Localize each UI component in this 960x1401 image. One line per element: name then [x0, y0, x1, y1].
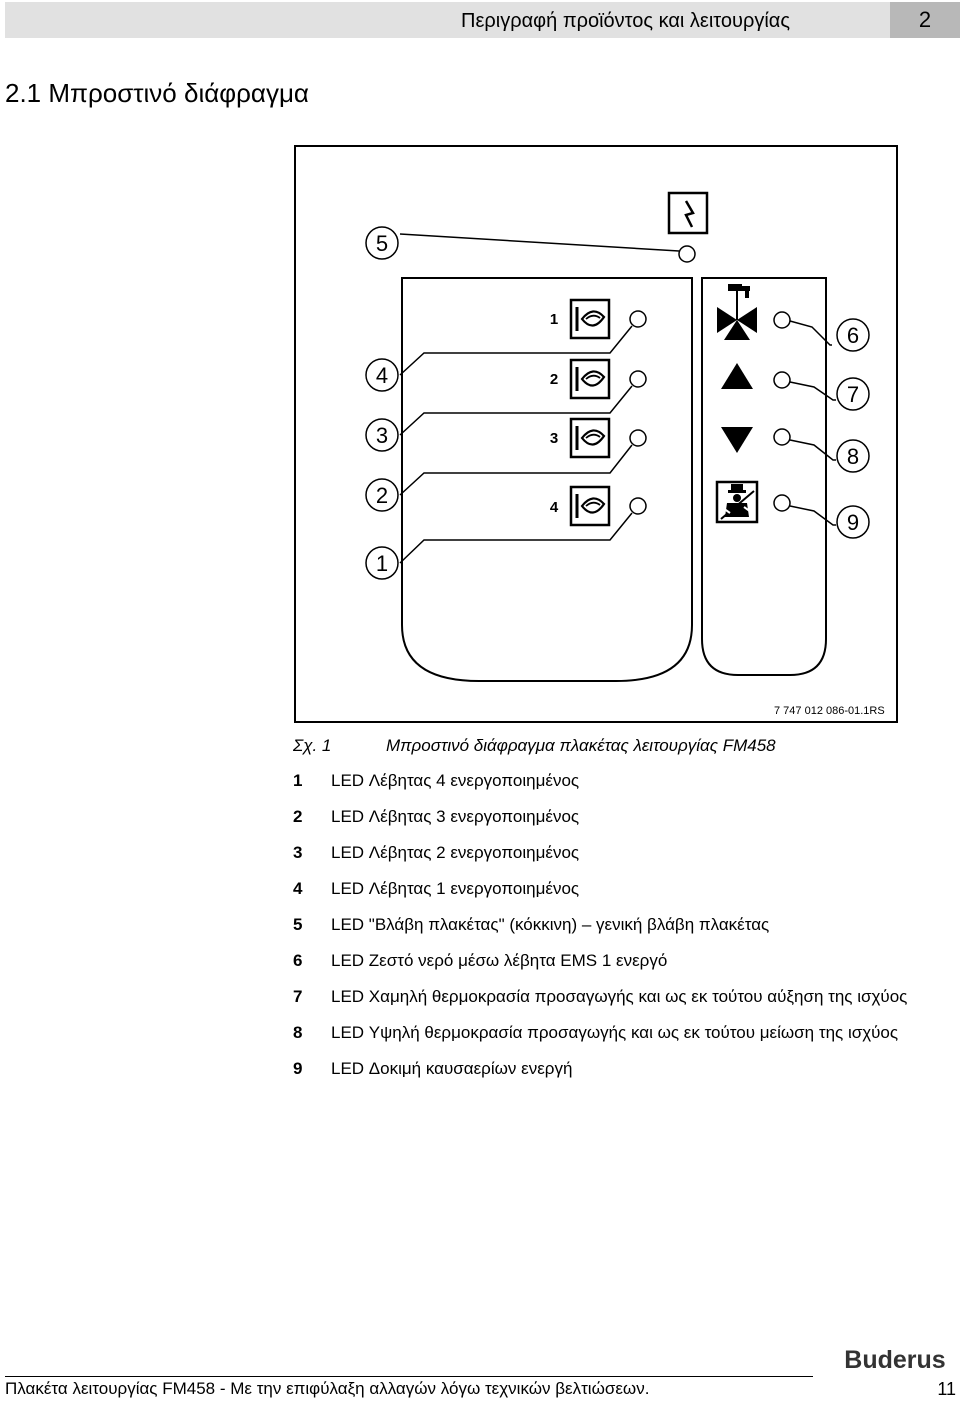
legend-item: 6 LED Ζεστό νερό μέσω λέβητα EMS 1 ενεργό — [293, 948, 953, 973]
flue-gas-test-icon — [715, 480, 759, 524]
leader-line-5 — [399, 233, 680, 252]
legend-text: LED Λέβητας 2 ενεργοποιημένος — [331, 843, 580, 862]
svg-text:4: 4 — [376, 363, 388, 388]
leader-line-8 — [789, 439, 836, 461]
legend-text: LED "Βλάβη πλακέτας" (κόκκινη) – γενική … — [331, 915, 770, 934]
front-panel-diagram: 1 2 3 4 5 — [294, 145, 898, 723]
legend-number: 9 — [293, 1059, 303, 1078]
hot-water-valve-icon — [717, 284, 757, 340]
svg-text:3: 3 — [376, 423, 388, 448]
svg-text:8: 8 — [847, 444, 859, 469]
svg-text:5: 5 — [376, 231, 388, 256]
buderus-logo: Buderus — [844, 1346, 945, 1372]
callout: 5 — [365, 226, 399, 260]
leader-line-7 — [789, 381, 836, 401]
fault-symbol-icon — [667, 191, 709, 235]
callout: 4 — [365, 358, 399, 392]
leader-line-9 — [789, 505, 836, 526]
burner-icon — [569, 298, 611, 340]
function-panel-outline — [701, 277, 827, 676]
caption-number: Σχ. 1 — [293, 736, 332, 755]
arrow-down-icon — [721, 427, 753, 453]
footer-divider — [5, 1376, 813, 1377]
hot-water-led — [773, 311, 791, 329]
legend-item: 7 LED Χαμηλή θερμοκρασία προσαγωγής και ω… — [293, 984, 953, 1009]
legend-text: LED Λέβητας 4 ενεργοποιημένος — [331, 771, 580, 790]
boiler-led — [629, 370, 647, 388]
svg-text:Buderus: Buderus — [844, 1346, 945, 1372]
callout: 3 — [365, 418, 399, 452]
boiler-label: 1 — [550, 311, 558, 328]
burner-icon — [569, 485, 611, 527]
legend-item: 2 LED Λέβητας 3 ενεργοποιημένος — [293, 804, 953, 829]
callout: 1 — [365, 546, 399, 580]
legend-text: LED Λέβητας 1 ενεργοποιημένος — [331, 879, 580, 898]
header-bar: Περιγραφή προϊόντος και λειτουργίας — [5, 2, 890, 38]
drawing-code: 7 747 012 086-01.1RS — [774, 705, 885, 717]
callout: 6 — [836, 318, 870, 352]
boiler-led — [629, 310, 647, 328]
svg-text:1: 1 — [376, 551, 388, 576]
boiler-led — [629, 497, 647, 515]
svg-text:2: 2 — [376, 483, 388, 508]
callout: 7 — [836, 377, 870, 411]
legend-item: 4 LED Λέβητας 1 ενεργοποιημένος — [293, 876, 953, 901]
arrow-up-icon — [721, 363, 753, 389]
legend-text: LED Χαμηλή θερμοκρασία προσαγωγής και ως… — [331, 987, 908, 1006]
chapter-number: 2 — [890, 2, 960, 38]
leader-line-2 — [399, 444, 633, 496]
legend-item: 5 LED "Βλάβη πλακέτας" (κόκκινη) – γενική… — [293, 912, 953, 937]
leader-line-1 — [399, 512, 633, 564]
legend-text: LED Ζεστό νερό μέσω λέβητα EMS 1 ενεργό — [331, 951, 668, 970]
boiler-led — [629, 429, 647, 447]
legend-text: LED Λέβητας 3 ενεργοποιημένος — [331, 807, 580, 826]
legend-number: 4 — [293, 879, 303, 898]
svg-text:9: 9 — [847, 510, 859, 535]
high-temp-led — [773, 428, 791, 446]
legend-number: 5 — [293, 915, 303, 934]
callout: 8 — [836, 439, 870, 473]
legend-number: 2 — [293, 807, 303, 826]
legend-number: 1 — [293, 771, 303, 790]
page-number: 11 — [937, 1379, 956, 1399]
legend-number: 3 — [293, 843, 303, 862]
flue-test-led — [773, 494, 791, 512]
legend-item: 8 LED Υψηλή θερμοκρασία προσαγωγής και ως… — [293, 1020, 953, 1045]
leader-line-3 — [399, 385, 633, 436]
boiler-label: 2 — [550, 371, 558, 388]
legend-text: LED Δοκιμή καυσαερίων ενεργή — [331, 1059, 573, 1078]
burner-icon — [569, 417, 611, 459]
legend-number: 6 — [293, 951, 303, 970]
figure-caption: Σχ. 1 Μπροστινό διάφραγμα πλακέτας λειτου… — [293, 736, 776, 756]
boiler-label: 3 — [550, 430, 558, 447]
fault-led — [678, 245, 696, 263]
header-title: Περιγραφή προϊόντος και λειτουργίας — [461, 10, 790, 32]
section-title: 2.1 Μπροστινό διάφραγμα — [5, 78, 309, 108]
caption-text: Μπροστινό διάφραγμα πλακέτας λειτουργίας… — [386, 736, 776, 755]
svg-text:7: 7 — [847, 382, 859, 407]
leader-line-4 — [399, 325, 633, 376]
boiler-label: 4 — [550, 499, 559, 516]
callout: 2 — [365, 478, 399, 512]
low-temp-led — [773, 371, 791, 389]
legend-text: LED Υψηλή θερμοκρασία προσαγωγής και ως … — [331, 1023, 899, 1042]
figure-frame — [294, 145, 898, 723]
burner-icon — [569, 358, 611, 400]
legend-number: 8 — [293, 1023, 303, 1042]
leader-line-6 — [789, 320, 832, 346]
legend-item: 3 LED Λέβητας 2 ενεργοποιημένος — [293, 840, 953, 865]
legend-item: 9 LED Δοκιμή καυσαερίων ενεργή — [293, 1056, 953, 1081]
legend-number: 7 — [293, 987, 303, 1006]
footer-text: Πλακέτα λειτουργίας FM458 - Με την επιφύ… — [5, 1379, 650, 1398]
legend-item: 1 LED Λέβητας 4 ενεργοποιημένος — [293, 768, 953, 793]
svg-text:6: 6 — [847, 323, 859, 348]
boiler-panel-outline — [401, 277, 693, 682]
callout: 9 — [836, 505, 870, 539]
